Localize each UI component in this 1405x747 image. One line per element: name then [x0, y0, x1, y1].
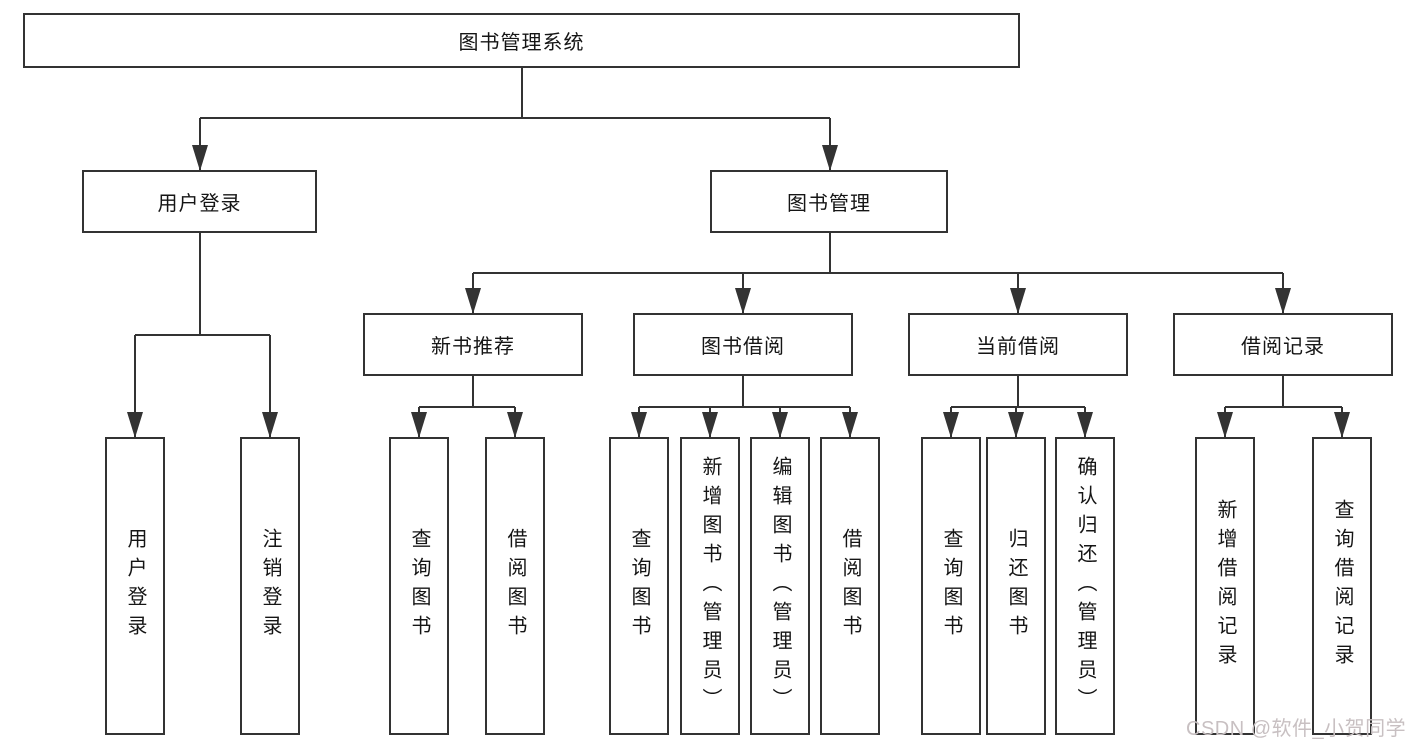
leaf-add-borrow-record: 新增借阅记录: [1195, 437, 1255, 735]
arrowhead: [631, 412, 647, 438]
arrowhead: [1077, 412, 1093, 438]
node-book-borrow: 图书借阅: [633, 313, 853, 376]
arrowhead: [1334, 412, 1350, 438]
leaf-edit-book-admin: 编辑图书（管理员）: [750, 437, 810, 735]
leaf-logout-login: 注销登录: [240, 437, 300, 735]
leaf-return-book: 归还图书: [986, 437, 1046, 735]
node-root-system: 图书管理系统: [23, 13, 1020, 68]
arrowhead: [1217, 412, 1233, 438]
arrowhead: [507, 412, 523, 438]
arrowhead: [1275, 288, 1291, 314]
arrowhead: [127, 412, 143, 438]
arrowhead: [465, 288, 481, 314]
leaf-query-book-recommend: 查询图书: [389, 437, 449, 735]
leaf-user-login: 用户登录: [105, 437, 165, 735]
arrowhead: [842, 412, 858, 438]
arrowhead: [822, 145, 838, 171]
arrowhead: [1008, 412, 1024, 438]
node-user-login: 用户登录: [82, 170, 317, 233]
arrowhead: [262, 412, 278, 438]
watermark-text: CSDN @软件_小贺同学: [1186, 718, 1405, 740]
leaf-confirm-return-admin: 确认归还（管理员）: [1055, 437, 1115, 735]
arrowhead: [735, 288, 751, 314]
leaf-query-borrow-record: 查询借阅记录: [1312, 437, 1372, 735]
leaf-query-book-borrow: 查询图书: [609, 437, 669, 735]
arrowhead: [943, 412, 959, 438]
node-new-book-recommend: 新书推荐: [363, 313, 583, 376]
arrowhead: [192, 145, 208, 171]
arrowhead: [1010, 288, 1026, 314]
leaf-query-book-current: 查询图书: [921, 437, 981, 735]
arrowhead: [411, 412, 427, 438]
tree-edges: [134, 68, 1343, 437]
node-current-borrow: 当前借阅: [908, 313, 1128, 376]
node-borrow-record: 借阅记录: [1173, 313, 1393, 376]
node-book-management: 图书管理: [710, 170, 948, 233]
leaf-add-book-admin: 新增图书（管理员）: [680, 437, 740, 735]
leaf-borrow-book: 借阅图书: [820, 437, 880, 735]
leaf-borrow-book-recommend: 借阅图书: [485, 437, 545, 735]
arrowhead: [702, 412, 718, 438]
arrowhead: [772, 412, 788, 438]
